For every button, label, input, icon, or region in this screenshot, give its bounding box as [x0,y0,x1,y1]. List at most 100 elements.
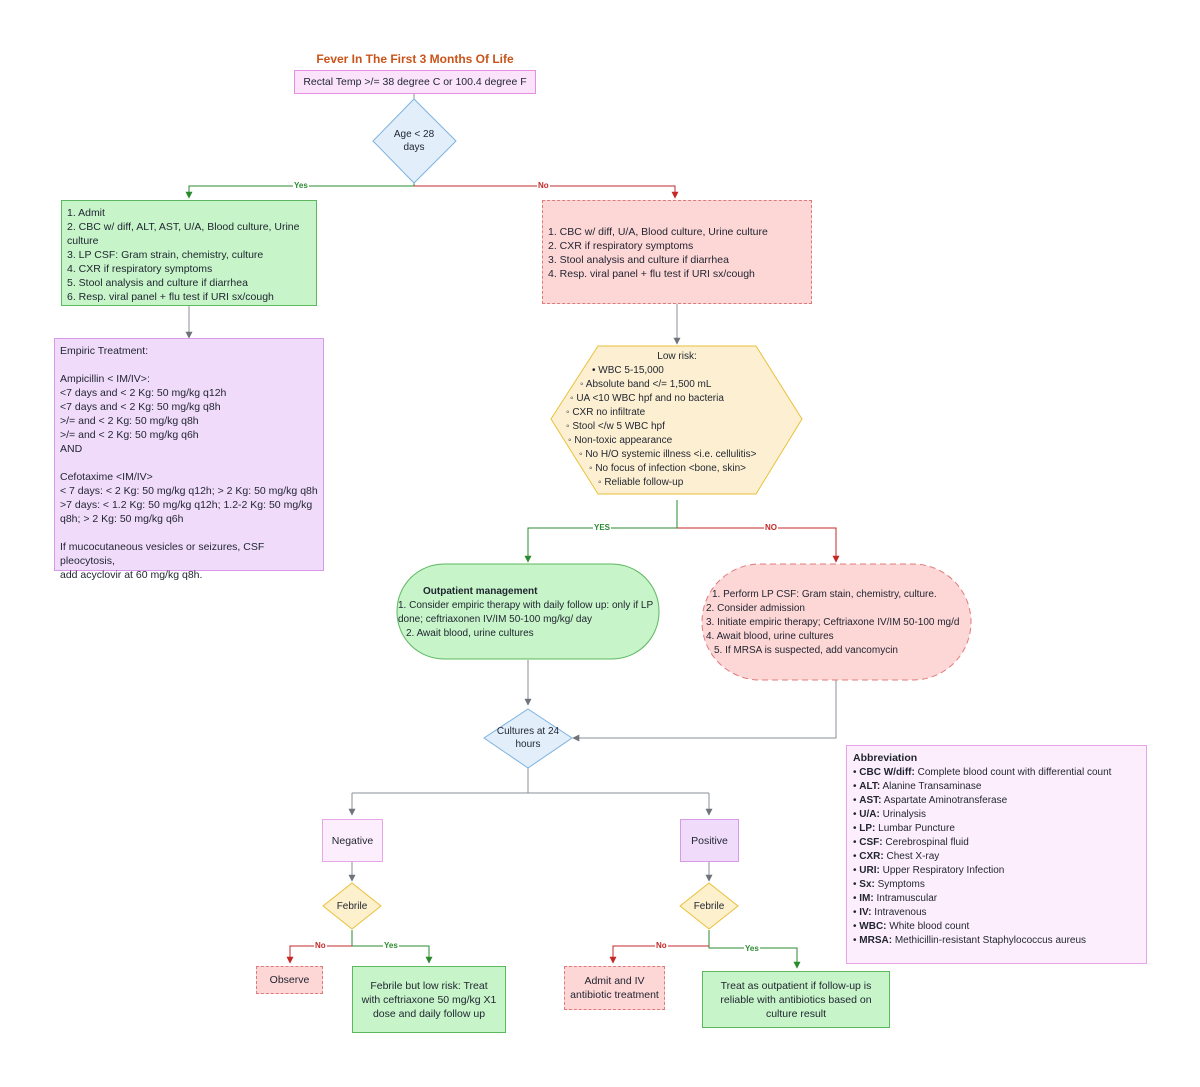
list-item: 3. Initiate empiric therapy; Ceftriaxone… [706,617,960,628]
empiric-line: Empiric Treatment: [60,345,149,357]
list-item: 2. Consider admission [706,603,805,614]
list-item: 5. If MRSA is suspected, add vancomycin [714,645,898,656]
abbreviation-definition: Intravenous [874,907,927,918]
abbreviation-term: AST: [859,795,882,806]
bullet: • [853,921,860,932]
bullet: • [853,865,860,876]
list-item: 3. LP CSF: Gram strain, chemistry, cultu… [67,249,264,261]
abbreviation-term: WBC: [859,921,887,932]
abbreviation-item: • AST: Aspartate Aminotransferase [853,794,1140,808]
empiric-line: >7 days: < 1.2 Kg: 50 mg/kg q12h; 1.2-2 … [60,499,313,511]
empiric-line: >/= and < 2 Kg: 50 mg/kg q6h [60,429,199,441]
abbreviation-term: ALT: [859,781,881,792]
bullet: • [853,837,860,848]
abbreviation-definition: White blood count [889,921,970,932]
empiric-treatment: Empiric Treatment: Ampicillin < IM/IV>: … [54,338,324,581]
abbreviation-definition: Complete blood count with differential c… [917,767,1112,778]
no-label: NO [764,523,778,532]
negative-node: Negative [322,819,383,862]
observe-node: Observe [256,966,323,994]
no-label: No [314,941,327,950]
over-28-workup: 1. CBC w/ diff, U/A, Blood culture, Urin… [542,200,812,304]
abbreviation-term: LP: [859,823,876,834]
abbreviation-item: • IM: Intramuscular [853,892,1140,906]
list-item: 4. Resp. viral panel + flu test if URI s… [548,268,755,280]
list-item: ◦ UA <10 WBC hpf and no bacteria [570,393,724,404]
empiric-line: add acyclovir at 60 mg/kg q8h. [60,569,203,581]
abbreviation-item: • Sx: Symptoms [853,878,1140,892]
abbreviation-definition: Urinalysis [882,809,926,820]
list-item: 5. Stool analysis and culture if diarrhe… [67,277,248,289]
empiric-line: Cefotaxime <IM/IV> [60,471,153,483]
empiric-line: Ampicillin < IM/IV>: [60,373,150,385]
abbreviation-item: • MRSA: Methicillin-resistant Staphyloco… [853,934,1140,948]
neg-febrile-treatment: Febrile but low risk: Treat with ceftria… [352,966,506,1033]
pos-febrile-shape [679,882,739,930]
bullet: • [853,879,860,890]
list-item: 4. CXR if respiratory symptoms [67,263,213,275]
bullet: • [853,907,860,918]
abbreviation-title: Abbreviation [853,752,918,764]
list-item: 2. CBC w/ diff, ALT, AST, U/A, Blood cul… [67,221,300,247]
abbreviation-item: • CBC W/diff: Complete blood count with … [853,766,1140,780]
cultures-decision: Cultures at 24 hours [496,726,560,750]
abbreviation-list: • CBC W/diff: Complete blood count with … [853,766,1140,948]
abbreviation-item: • ALT: Alanine Transaminase [853,780,1140,794]
abbreviation-item: • IV: Intravenous [853,906,1140,920]
abbreviation-term: MRSA: [859,935,893,946]
abbreviation-item: • LP: Lumbar Puncture [853,822,1140,836]
abbreviation-definition: Chest X-ray [886,851,940,862]
no-label: No [655,941,668,950]
outpatient-title: Outpatient management [423,586,538,597]
abbreviation-term: IV: [859,907,872,918]
low-risk-shape [550,345,803,495]
list-item: 2. CXR if respiratory symptoms [548,240,694,252]
list-item: 1. Perform LP CSF: Gram stain, chemistry… [712,589,937,600]
under-28-workup: 1. Admit 2. CBC w/ diff, ALT, AST, U/A, … [61,200,317,306]
abbreviation-term: Sx: [859,879,875,890]
admit-iv-node: Admit and IV antibiotic treatment [564,966,665,1010]
not-low-risk-shape [701,563,972,681]
bullet: • [853,781,860,792]
abbreviation-definition: Aspartate Aminotransferase [883,795,1008,806]
list-item: 4. Await blood, urine cultures [706,631,834,642]
empiric-line: If mucocutaneous vesicles or seizures, C… [60,541,265,567]
page-title: Fever In The First 3 Months Of Life [316,52,514,66]
abbreviation-term: CSF: [859,837,883,848]
start-node: Rectal Temp >/= 38 degree C or 100.4 deg… [294,70,536,94]
empiric-line: >/= and < 2 Kg: 50 mg/kg q8h [60,415,199,427]
positive-node: Positive [680,819,739,862]
yes-label: Yes [293,181,309,190]
pos-febrile-treatment: Treat as outpatient if follow-up is reli… [702,971,890,1028]
list-item: ◦ Non-toxic appearance [568,435,673,446]
list-item: • WBC 5-15,000 [592,365,664,376]
empiric-line: <7 days and < 2 Kg: 50 mg/kg q12h [60,387,227,399]
yes-label: YES [593,523,612,532]
abbreviation-item: • WBC: White blood count [853,920,1140,934]
abbreviation-definition: Lumbar Puncture [878,823,955,834]
list-item: 3. Stool analysis and culture if diarrhe… [548,254,729,266]
abbreviation-legend: Abbreviation • CBC W/diff: Complete bloo… [846,745,1147,964]
list-item: ◦ Reliable follow-up [598,477,684,488]
cultures-decision-shape [483,708,573,769]
empiric-line: AND [60,443,83,455]
age-decision-shape [372,98,457,184]
bullet: • [853,795,860,806]
empiric-line: q8h; > 2 Kg: 50 mg/kg q6h [60,513,184,525]
abbreviation-term: CBC W/diff: [859,767,915,778]
abbreviation-term: U/A: [859,809,880,820]
list-item: 6. Resp. viral panel + flu test if URI s… [67,291,274,303]
bullet: • [853,767,860,778]
list-item: ◦ No focus of infection <bone, skin> [589,463,746,474]
outpatient-management: Outpatient management 1. Consider empiri… [398,585,658,641]
no-label: No [537,181,550,190]
abbreviation-definition: Cerebrospinal fluid [885,837,969,848]
abbreviation-term: URI: [859,865,880,876]
list-item: ◦ No H/O systemic illness <i.e. cellulit… [579,449,757,460]
age-decision: Age < 28 days [393,129,435,153]
abbreviation-definition: Symptoms [877,879,925,890]
abbreviation-definition: Alanine Transaminase [882,781,982,792]
abbreviation-definition: Upper Respiratory Infection [882,865,1005,876]
yes-label: Yes [383,941,399,950]
outpatient-shape [396,563,660,660]
